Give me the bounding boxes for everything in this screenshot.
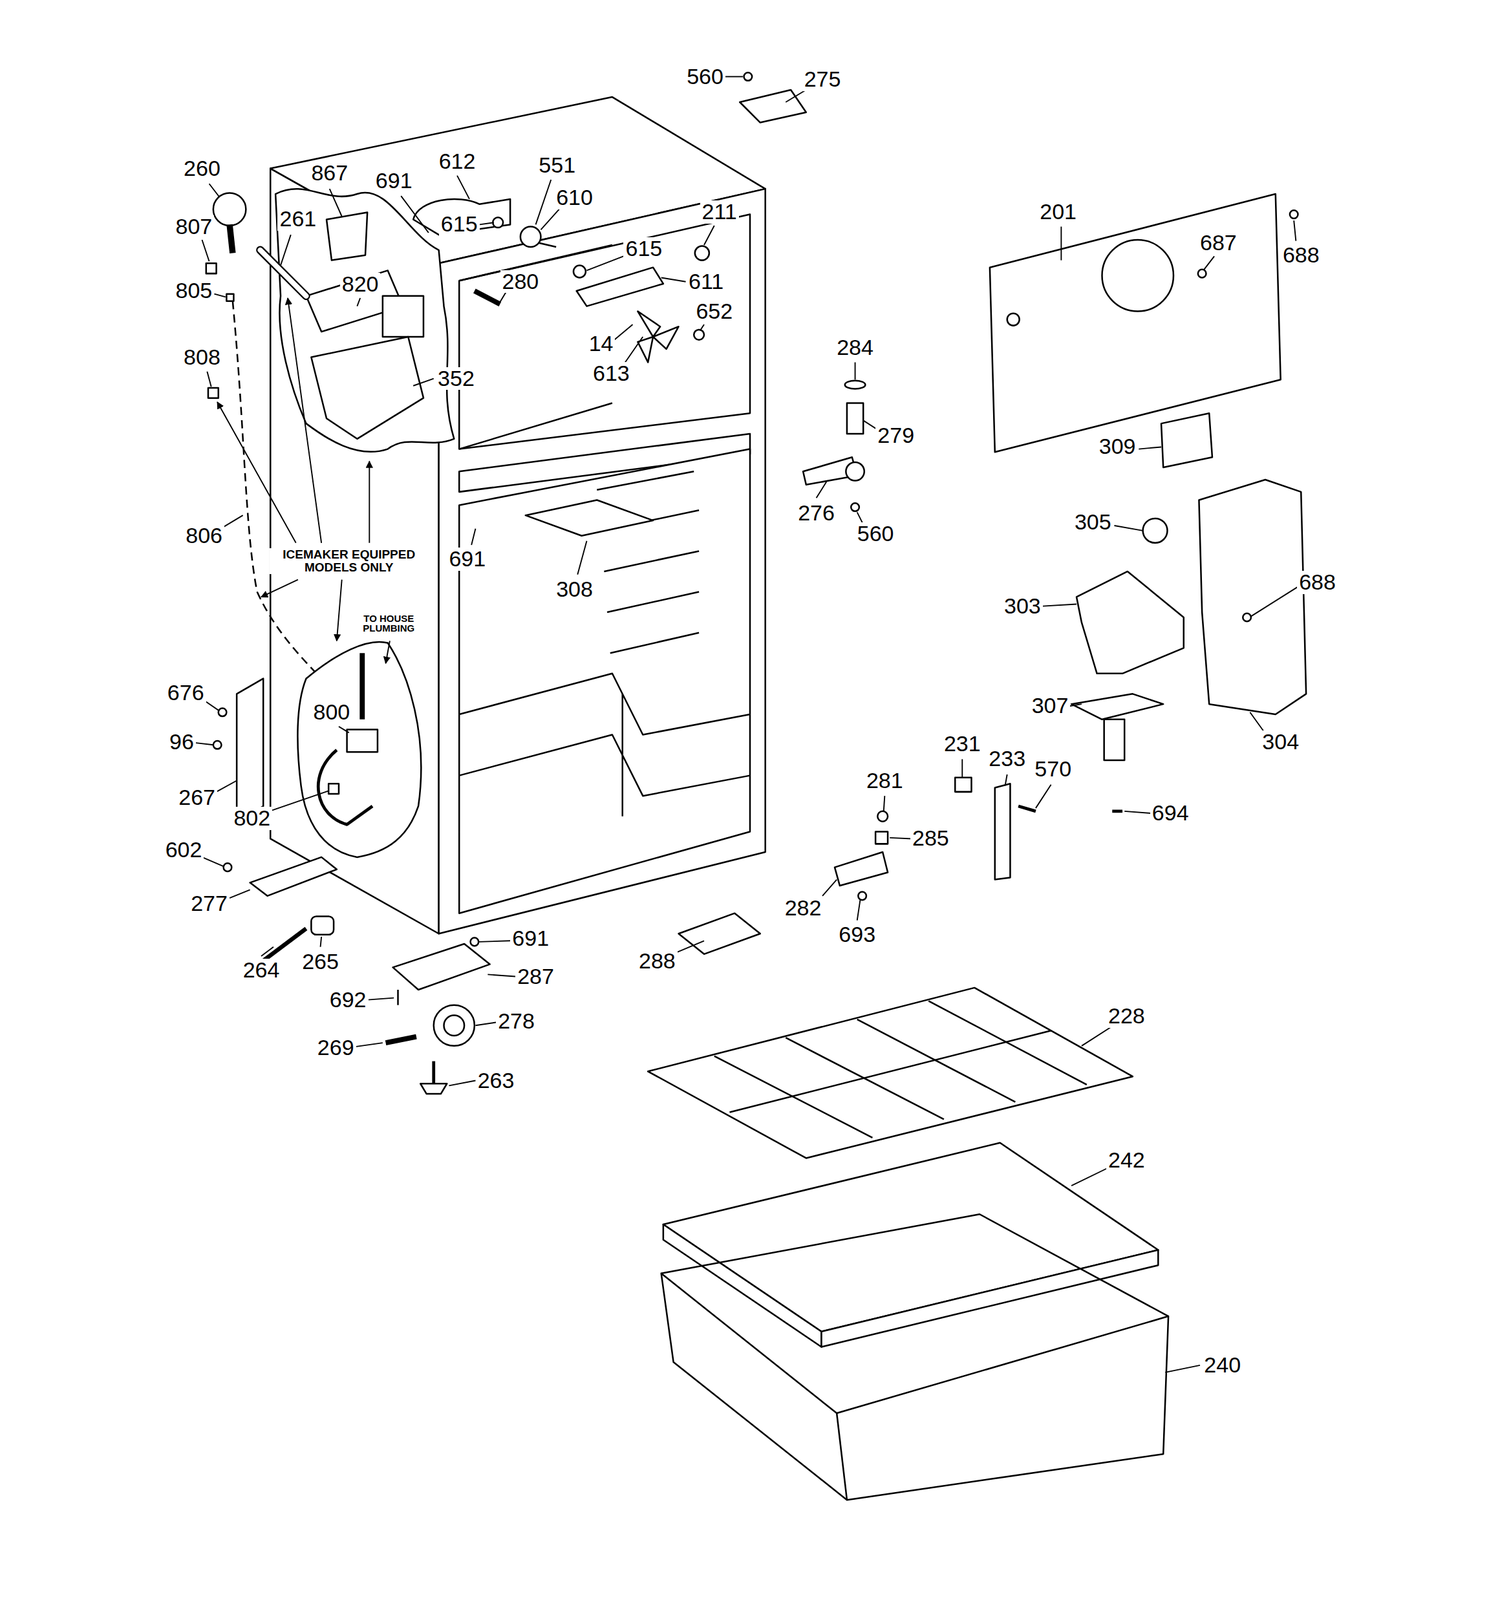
callout-number: 276 (795, 501, 837, 525)
callout-number: 610 (554, 186, 595, 210)
callout-number: 231 (942, 732, 983, 756)
callout-number: 282 (782, 896, 824, 921)
callout-number: 281 (864, 769, 906, 793)
callout-number: 691 (510, 927, 551, 951)
callout-number: 807 (173, 215, 215, 239)
callout-number: 688 (1280, 243, 1322, 268)
callout-number: 676 (165, 681, 207, 705)
callout-number: 687 (1198, 231, 1239, 255)
callout-number: 242 (1106, 1148, 1147, 1173)
callout-number: 560 (855, 522, 897, 546)
callout-number: 280 (500, 270, 542, 294)
callout-number: 308 (554, 578, 595, 602)
callout-number: 304 (1260, 730, 1301, 754)
callout-number: 691 (373, 169, 415, 193)
callout-number: 820 (340, 272, 381, 297)
callout-number: 307 (1029, 694, 1071, 718)
callout-number: 275 (802, 67, 844, 92)
callout-number: 267 (176, 786, 218, 810)
callout-number: 277 (188, 892, 230, 916)
callout-number: 240 (1201, 1353, 1243, 1378)
callout-number: 613 (590, 362, 632, 386)
callout-number: 693 (836, 923, 878, 947)
callout-number: 264 (241, 958, 282, 983)
callout-number: 261 (277, 207, 319, 231)
callout-number: 570 (1032, 757, 1074, 782)
callout-number: 288 (636, 949, 678, 974)
callout-number: 691 (446, 547, 488, 571)
callout-number: 201 (1037, 200, 1079, 224)
callout-number: 615 (623, 237, 665, 261)
callout-number: 805 (173, 279, 215, 303)
callout-number: 602 (163, 838, 205, 862)
callout-number: 560 (684, 65, 726, 89)
callout-number: 800 (311, 700, 353, 725)
callout-number: 652 (693, 300, 735, 324)
callout-number: 260 (181, 157, 223, 181)
callout-number: 284 (834, 336, 876, 360)
callout-number: 615 (439, 212, 480, 236)
callout-number: 309 (1097, 435, 1138, 459)
callout-number: 279 (875, 424, 917, 448)
callout-number: 867 (309, 161, 350, 185)
callout-number: 265 (300, 950, 341, 974)
callout-number: 14 (587, 332, 616, 356)
callout-number: 303 (1002, 594, 1043, 619)
callout-number: 612 (437, 150, 478, 174)
note-text: ICEMAKER EQUIPPED MODELS ONLY (269, 548, 429, 575)
callout-number: 269 (315, 1036, 357, 1060)
callout-number: 305 (1072, 510, 1114, 535)
callout-number: 808 (181, 345, 223, 370)
callout-number: 806 (183, 524, 225, 548)
callout-number: 688 (1296, 570, 1338, 595)
callout-number: 211 (700, 200, 740, 224)
callout-number: 278 (495, 1009, 537, 1034)
callout-number: 802 (231, 806, 273, 831)
callout-number: 352 (435, 367, 477, 391)
callout-number: 611 (686, 270, 726, 294)
callout-number: 551 (536, 153, 578, 178)
callout-number: 228 (1106, 1004, 1147, 1029)
callout-number: 694 (1150, 801, 1191, 825)
callout-number: 287 (515, 965, 557, 989)
callout-number: 96 (167, 730, 196, 754)
note-text: TO HOUSE PLUMBING (351, 613, 427, 635)
callout-number: 263 (475, 1069, 517, 1093)
callout-number: 285 (910, 826, 952, 851)
callout-number: 233 (986, 747, 1028, 771)
callout-number: 692 (327, 988, 369, 1012)
